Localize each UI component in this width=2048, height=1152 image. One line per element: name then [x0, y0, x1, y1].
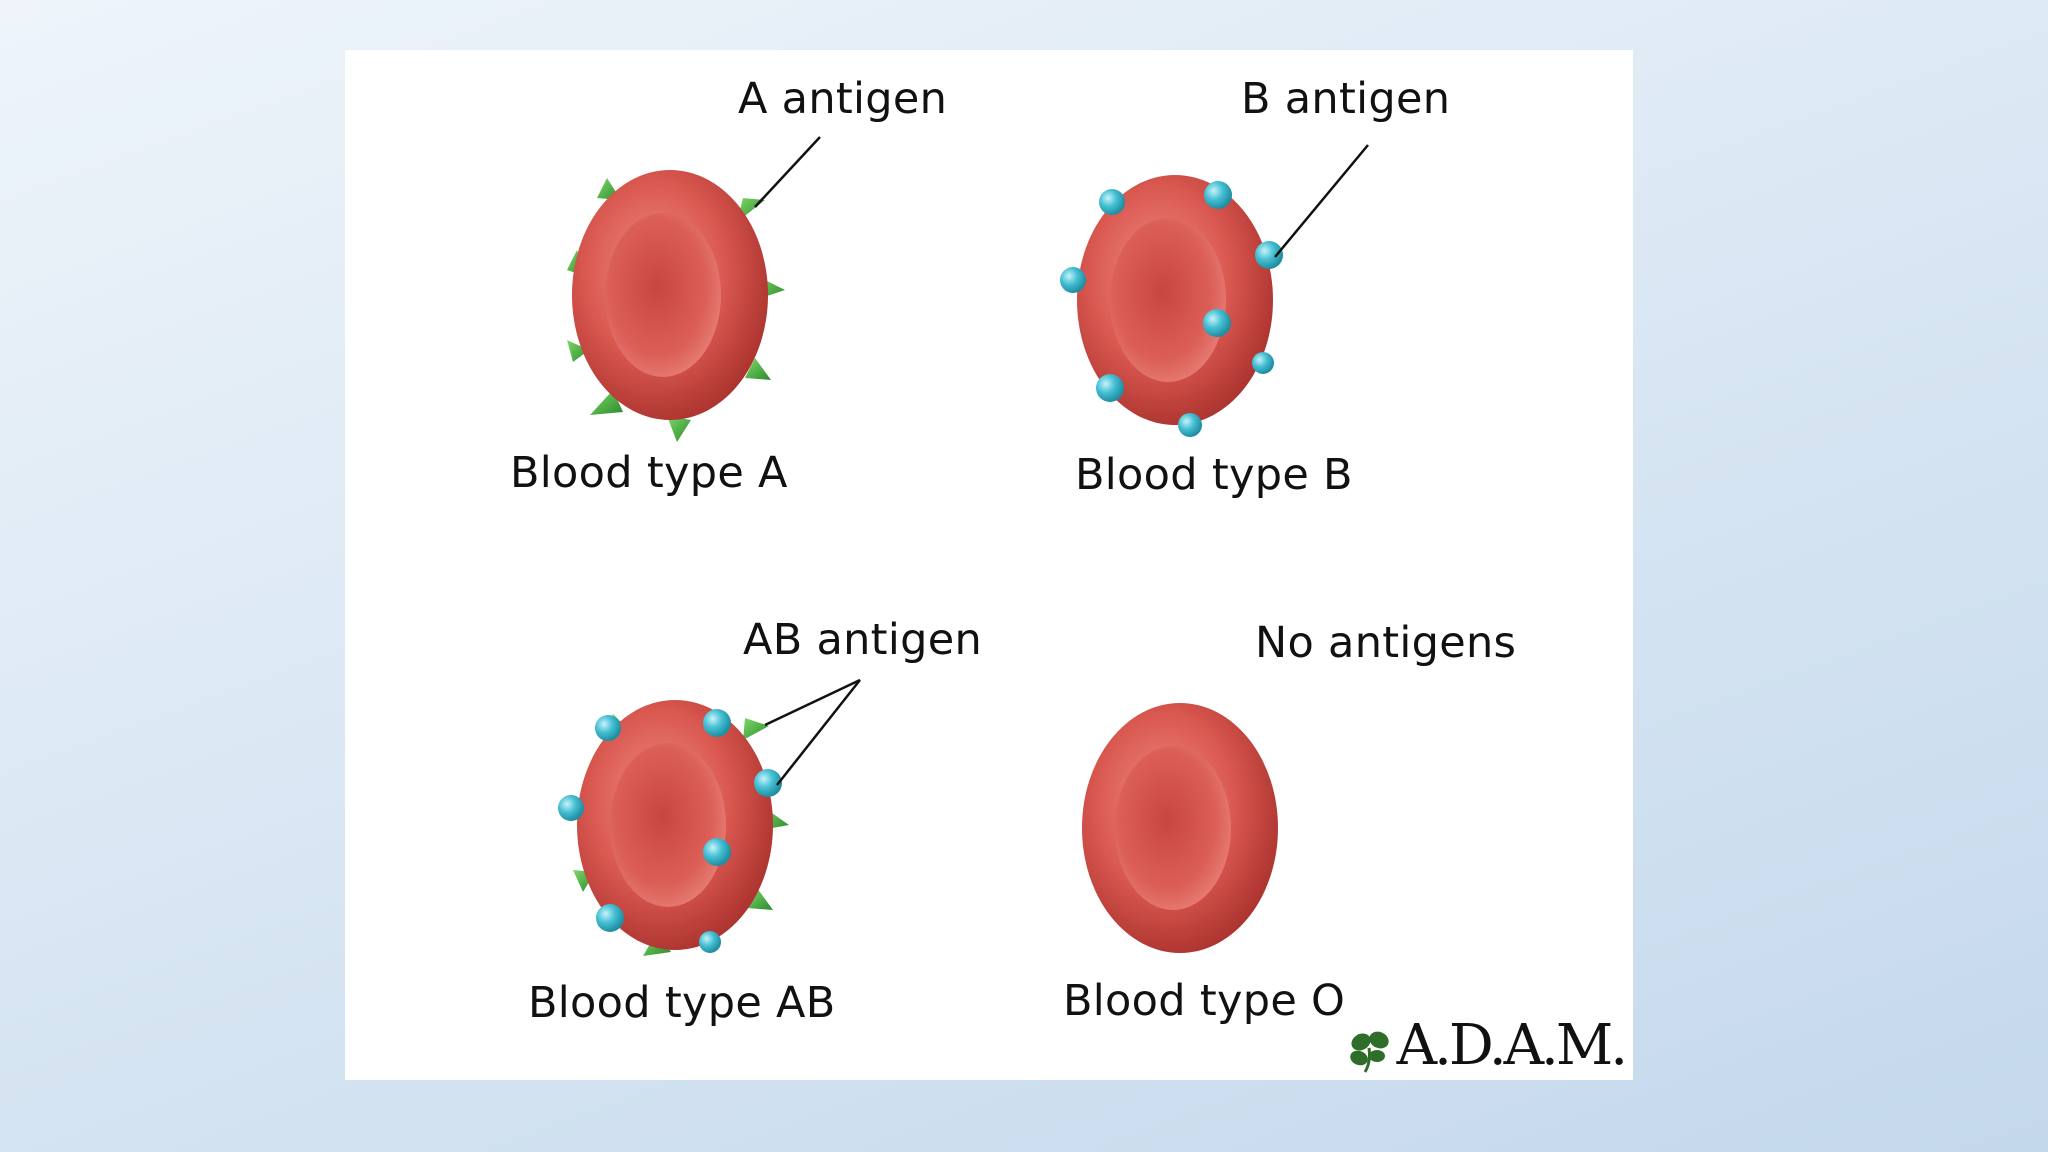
blood-type-a-label: Blood type A [510, 448, 788, 498]
red-blood-cell-o [1082, 703, 1278, 953]
b-antigen-beads [1060, 181, 1283, 437]
b-antigen-label: B antigen [1241, 74, 1451, 124]
adam-logo-text: A.D.A.M. [1396, 1013, 1628, 1078]
red-blood-cell-ab [558, 700, 789, 956]
ab-antigen-pointer-1 [764, 678, 861, 727]
red-blood-cell-a [567, 170, 785, 442]
blood-type-diagram [558, 136, 1369, 956]
blood-type-ab-label: Blood type AB [528, 978, 836, 1028]
b-antigen-pointer [1274, 144, 1369, 258]
red-blood-cell-b [1060, 175, 1283, 437]
blood-type-o-label: Blood type O [1063, 976, 1346, 1026]
a-antigen-label: A antigen [738, 74, 948, 124]
ab-antigen-label: AB antigen [743, 615, 982, 665]
leaf-icon [1349, 1031, 1389, 1073]
no-antigens-label: No antigens [1255, 618, 1517, 668]
adam-logo: A.D.A.M. [1345, 1013, 1628, 1078]
blood-type-b-label: Blood type B [1075, 450, 1353, 500]
ab-antigen-pointer-2 [776, 679, 861, 786]
ab-antigen-beads [558, 709, 782, 953]
diagram-panel: A antigen B antigen AB antigen No antige… [345, 50, 1633, 1080]
a-antigen-pointer [754, 136, 821, 208]
